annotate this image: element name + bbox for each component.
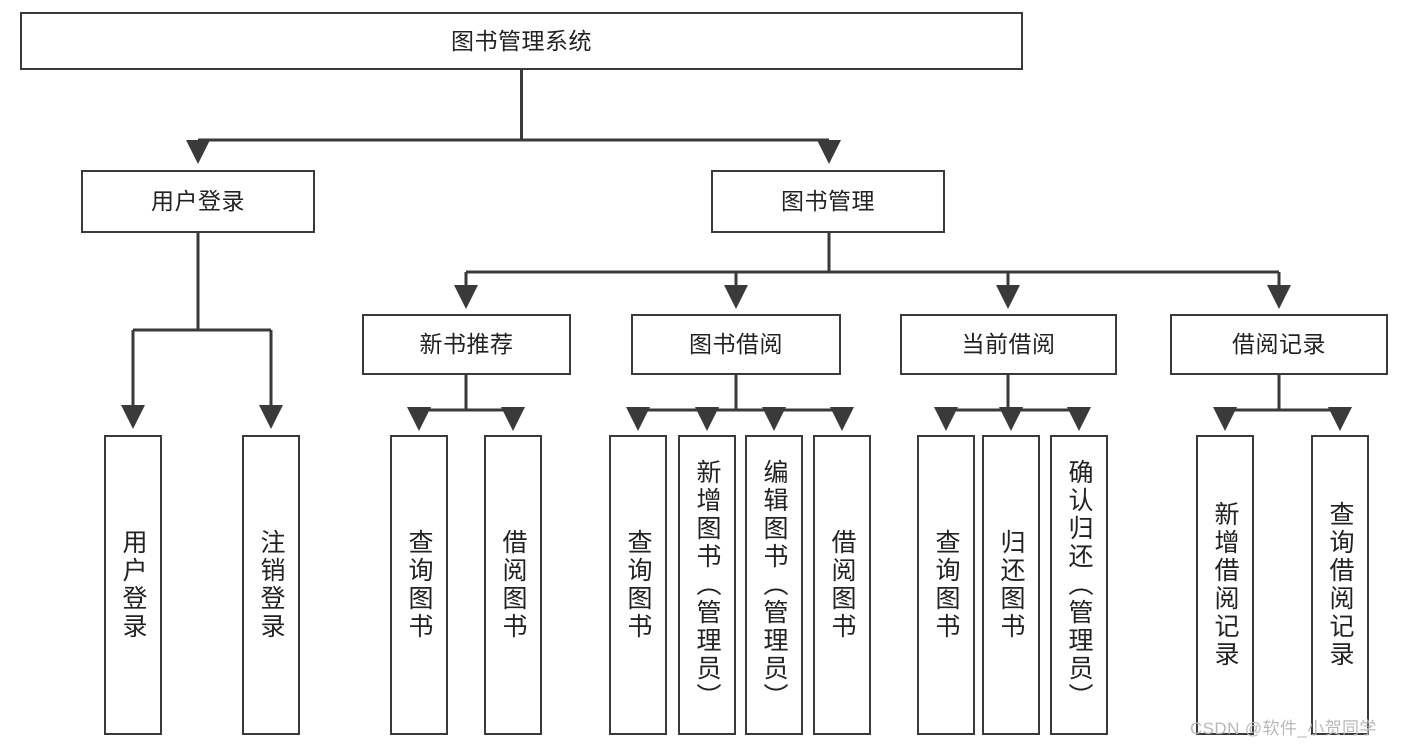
node-user-login[interactable]: 用户登录	[81, 170, 315, 233]
node-leaf-query-record-label: 查询借阅记录	[1326, 501, 1354, 669]
node-leaf-query-book-cur[interactable]: 查询图书	[917, 435, 975, 735]
node-leaf-logout[interactable]: 注销登录	[242, 435, 300, 735]
node-leaf-confirm-return-label: 确认归还（管理员）	[1065, 459, 1093, 711]
node-leaf-query-book[interactable]: 查询图书	[609, 435, 667, 735]
node-leaf-borrow-book-label: 借阅图书	[828, 529, 856, 641]
node-leaf-return-book-label: 归还图书	[997, 529, 1025, 641]
node-leaf-add-record-label: 新增借阅记录	[1211, 501, 1239, 669]
node-leaf-borrow-book-rec-label: 借阅图书	[499, 529, 527, 641]
node-root-label: 图书管理系统	[451, 27, 592, 54]
node-leaf-query-book-rec-label: 查询图书	[405, 529, 433, 641]
node-leaf-add-record[interactable]: 新增借阅记录	[1196, 435, 1254, 735]
node-leaf-user-login-label: 用户登录	[119, 529, 147, 641]
node-leaf-user-login[interactable]: 用户登录	[104, 435, 162, 735]
node-borrow-record[interactable]: 借阅记录	[1170, 314, 1388, 375]
node-leaf-query-book-cur-label: 查询图书	[932, 529, 960, 641]
node-new-book-rec-label: 新书推荐	[419, 331, 514, 358]
node-leaf-logout-label: 注销登录	[257, 529, 285, 641]
node-leaf-query-book-label: 查询图书	[624, 529, 652, 641]
node-current-borrow-label: 当前借阅	[961, 331, 1056, 358]
node-book-borrow[interactable]: 图书借阅	[631, 314, 841, 375]
node-book-borrow-label: 图书借阅	[689, 331, 783, 358]
node-current-borrow[interactable]: 当前借阅	[900, 314, 1117, 375]
node-new-book-rec[interactable]: 新书推荐	[362, 314, 571, 375]
node-leaf-borrow-book-rec[interactable]: 借阅图书	[484, 435, 542, 735]
node-leaf-add-book[interactable]: 新增图书（管理员）	[678, 435, 736, 735]
node-book-manage-label: 图书管理	[781, 188, 875, 215]
node-leaf-borrow-book[interactable]: 借阅图书	[813, 435, 871, 735]
node-user-login-label: 用户登录	[151, 188, 245, 215]
node-leaf-query-record[interactable]: 查询借阅记录	[1311, 435, 1369, 735]
node-book-manage[interactable]: 图书管理	[711, 170, 945, 233]
node-leaf-return-book[interactable]: 归还图书	[982, 435, 1040, 735]
csdn-watermark: CSDN @软件_小贺同学	[1190, 719, 1377, 738]
node-leaf-query-book-rec[interactable]: 查询图书	[390, 435, 448, 735]
node-borrow-record-label: 借阅记录	[1232, 331, 1326, 358]
node-leaf-edit-book-label: 编辑图书（管理员）	[760, 459, 788, 711]
node-root[interactable]: 图书管理系统	[20, 12, 1023, 70]
node-leaf-edit-book[interactable]: 编辑图书（管理员）	[745, 435, 803, 735]
node-leaf-add-book-label: 新增图书（管理员）	[693, 459, 721, 711]
node-leaf-confirm-return[interactable]: 确认归还（管理员）	[1050, 435, 1108, 735]
